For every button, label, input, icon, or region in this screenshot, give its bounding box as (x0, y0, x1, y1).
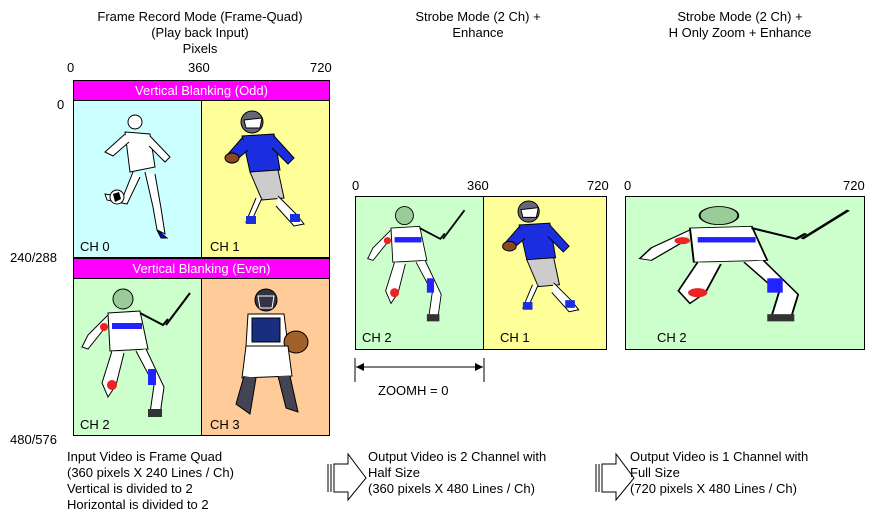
panel1-label-ch0: CH 0 (80, 239, 110, 254)
panel1-label-ch2: CH 2 (80, 417, 110, 432)
fencer-figure-strobe (367, 206, 466, 322)
panel1-x-tick-360: 360 (188, 60, 210, 75)
panel1-y-tick-480: 480/576 (10, 432, 57, 447)
panel1-x-tick-720: 720 (310, 60, 332, 75)
panel3-label-ch2: CH 2 (657, 330, 687, 345)
panel2-x-tick-720: 720 (587, 178, 609, 193)
panel1-caption-line4: Horizontal is divided to 2 (67, 497, 209, 512)
panel3-x-tick-720: 720 (843, 178, 865, 193)
hollow-right-arrow-icon (327, 452, 367, 502)
football-runner-figure (224, 110, 305, 227)
panel2-caption-line3: (360 pixels X 480 Lines / Ch) (368, 481, 535, 496)
panel1-caption-line2: (360 pixels X 240 Lines / Ch) (67, 465, 234, 480)
vertical-blanking-odd: Vertical Blanking (Odd) (73, 80, 330, 101)
panel2-caption-line1: Output Video is 2 Channel with (368, 449, 547, 464)
panel1-title-line2: (Play back Input) (151, 25, 249, 40)
panel3-title-line1: Strobe Mode (2 Ch) + (677, 9, 803, 24)
panel1-caption-line3: Vertical is divided to 2 (67, 481, 193, 496)
football-runner-figure-strobe (502, 200, 580, 313)
vertical-blanking-even: Vertical Blanking (Even) (73, 258, 330, 279)
panel1-y-tick-240: 240/288 (10, 250, 57, 265)
panel3-title-line2: H Only Zoom + Enhance (668, 25, 812, 40)
fencer-figure-zoomed (638, 206, 850, 322)
panel2-x-tick-360: 360 (467, 178, 489, 193)
panel1-y-tick-0: 0 (57, 97, 65, 112)
panel2-label-ch1: CH 1 (500, 330, 530, 345)
strobe-cell-ch2 (355, 196, 484, 350)
fencer-figure-small (81, 288, 191, 417)
panel2-title-line1: Strobe Mode (2 Ch) + (415, 9, 541, 24)
panel1-x-tick-0: 0 (67, 60, 75, 75)
panel3-x-tick-0: 0 (624, 178, 632, 193)
panel1-caption-line1: Input Video is Frame Quad (67, 449, 223, 464)
soccer-player-figure (104, 114, 171, 239)
panel1-title-line1: Frame Record Mode (Frame-Quad) (97, 9, 303, 24)
panel3-caption-line3: (720 pixels X 480 Lines / Ch) (630, 481, 797, 496)
zoomh-dimension-arrow (354, 358, 485, 382)
baseball-catcher-figure (235, 288, 309, 415)
zoom-cell-ch2 (625, 196, 865, 350)
panel2-x-tick-0: 0 (352, 178, 360, 193)
zoomh-label: ZOOMH = 0 (378, 383, 449, 398)
panel3-caption-line2: Full Size (630, 465, 680, 480)
panel1-title-line3: Pixels (182, 41, 218, 56)
panel2-label-ch2: CH 2 (362, 330, 392, 345)
panel2-caption-line2: Half Size (368, 465, 421, 480)
panel1-label-ch1: CH 1 (210, 239, 240, 254)
panel1-label-ch3: CH 3 (210, 417, 240, 432)
hollow-right-arrow-icon (595, 452, 635, 502)
panel2-title-line2: Enhance (452, 25, 504, 40)
panel3-caption-line1: Output Video is 1 Channel with (630, 449, 809, 464)
